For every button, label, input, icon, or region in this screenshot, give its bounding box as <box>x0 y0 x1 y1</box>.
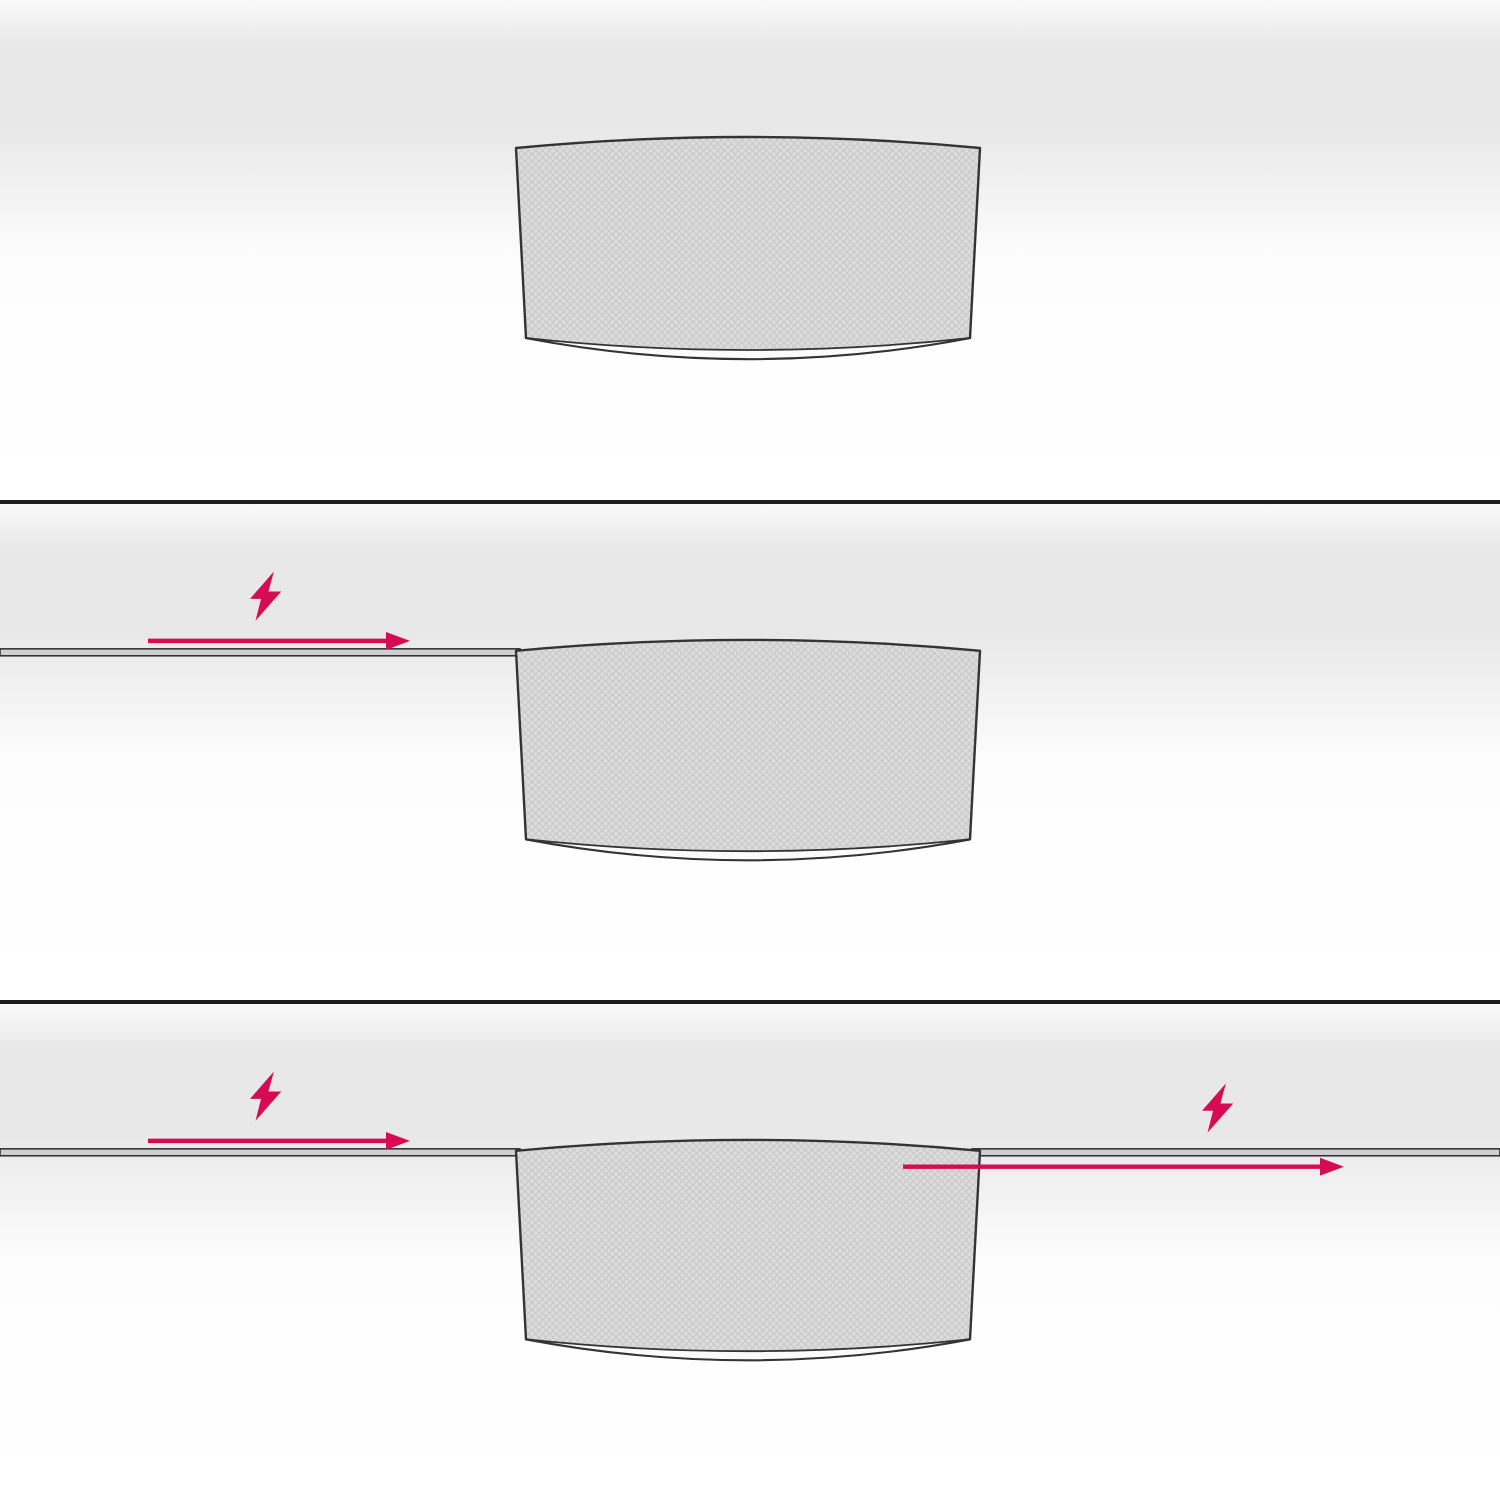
drum-ceiling-lamp <box>514 1138 982 1362</box>
panel-lamp-only <box>0 0 1500 500</box>
flat-ceiling-cable-right <box>971 1148 1500 1157</box>
panel-1-scene <box>514 135 982 361</box>
drum-ceiling-lamp <box>514 135 982 361</box>
arrow-head <box>386 1131 410 1150</box>
flat-ceiling-cable-left <box>0 648 521 657</box>
arrow-head <box>1320 1157 1344 1176</box>
lightning-bolt-icon <box>250 1071 282 1121</box>
panel-power-in-left <box>0 500 1500 1000</box>
lightning-bolt-icon <box>250 571 282 621</box>
panel-power-through <box>0 1000 1500 1500</box>
drum-ceiling-lamp <box>514 638 982 862</box>
arrow-head <box>386 631 410 650</box>
power-arrow-left <box>148 1071 410 1150</box>
power-arrow-left <box>148 571 410 650</box>
lightning-bolt-icon <box>1202 1083 1234 1133</box>
power-arrow-right <box>903 1083 1344 1176</box>
panel-3-scene <box>0 1071 1500 1362</box>
flat-ceiling-cable-left <box>0 1148 521 1157</box>
panel-2-scene <box>0 571 982 862</box>
